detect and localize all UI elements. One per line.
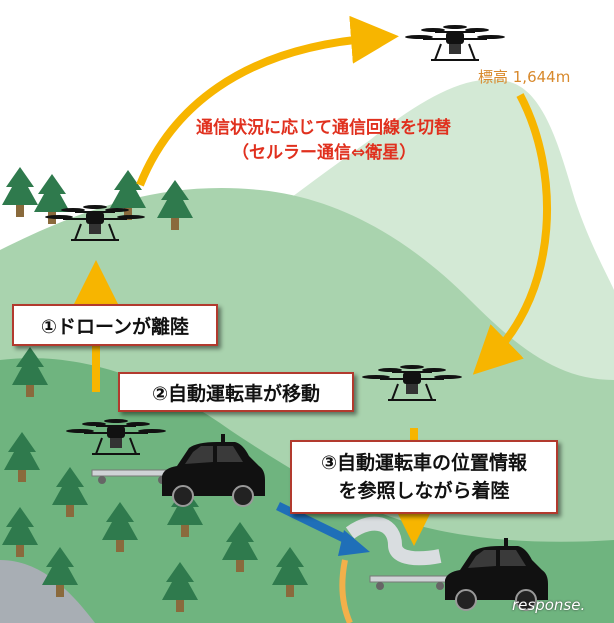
step2-car-moving-label: ②自動運転車が移動 — [118, 372, 354, 412]
position-reference-arrowhead — [338, 530, 370, 556]
step3-line2: を参照しながら着陸 — [338, 480, 510, 502]
flight-route-arrow-down — [472, 93, 551, 375]
path-marker — [339, 559, 353, 623]
step3-line1: ③自動運転車の位置情報 — [320, 452, 528, 474]
watermark: response. — [512, 596, 586, 614]
road-left — [0, 560, 95, 623]
altitude-label: 標高 1,644m — [478, 68, 571, 86]
step1-takeoff-label: ①ドローンが離陸 — [12, 304, 218, 346]
flight-route-arrow-up — [136, 15, 399, 187]
communication-caption-subtitle: （セルラー通信⇔衛星） — [232, 143, 417, 163]
step3-landing-label: ③自動運転車の位置情報 を参照しながら着陸 — [290, 440, 558, 514]
communication-caption: 通信状況に応じて通信回線を切替 — [196, 118, 451, 138]
